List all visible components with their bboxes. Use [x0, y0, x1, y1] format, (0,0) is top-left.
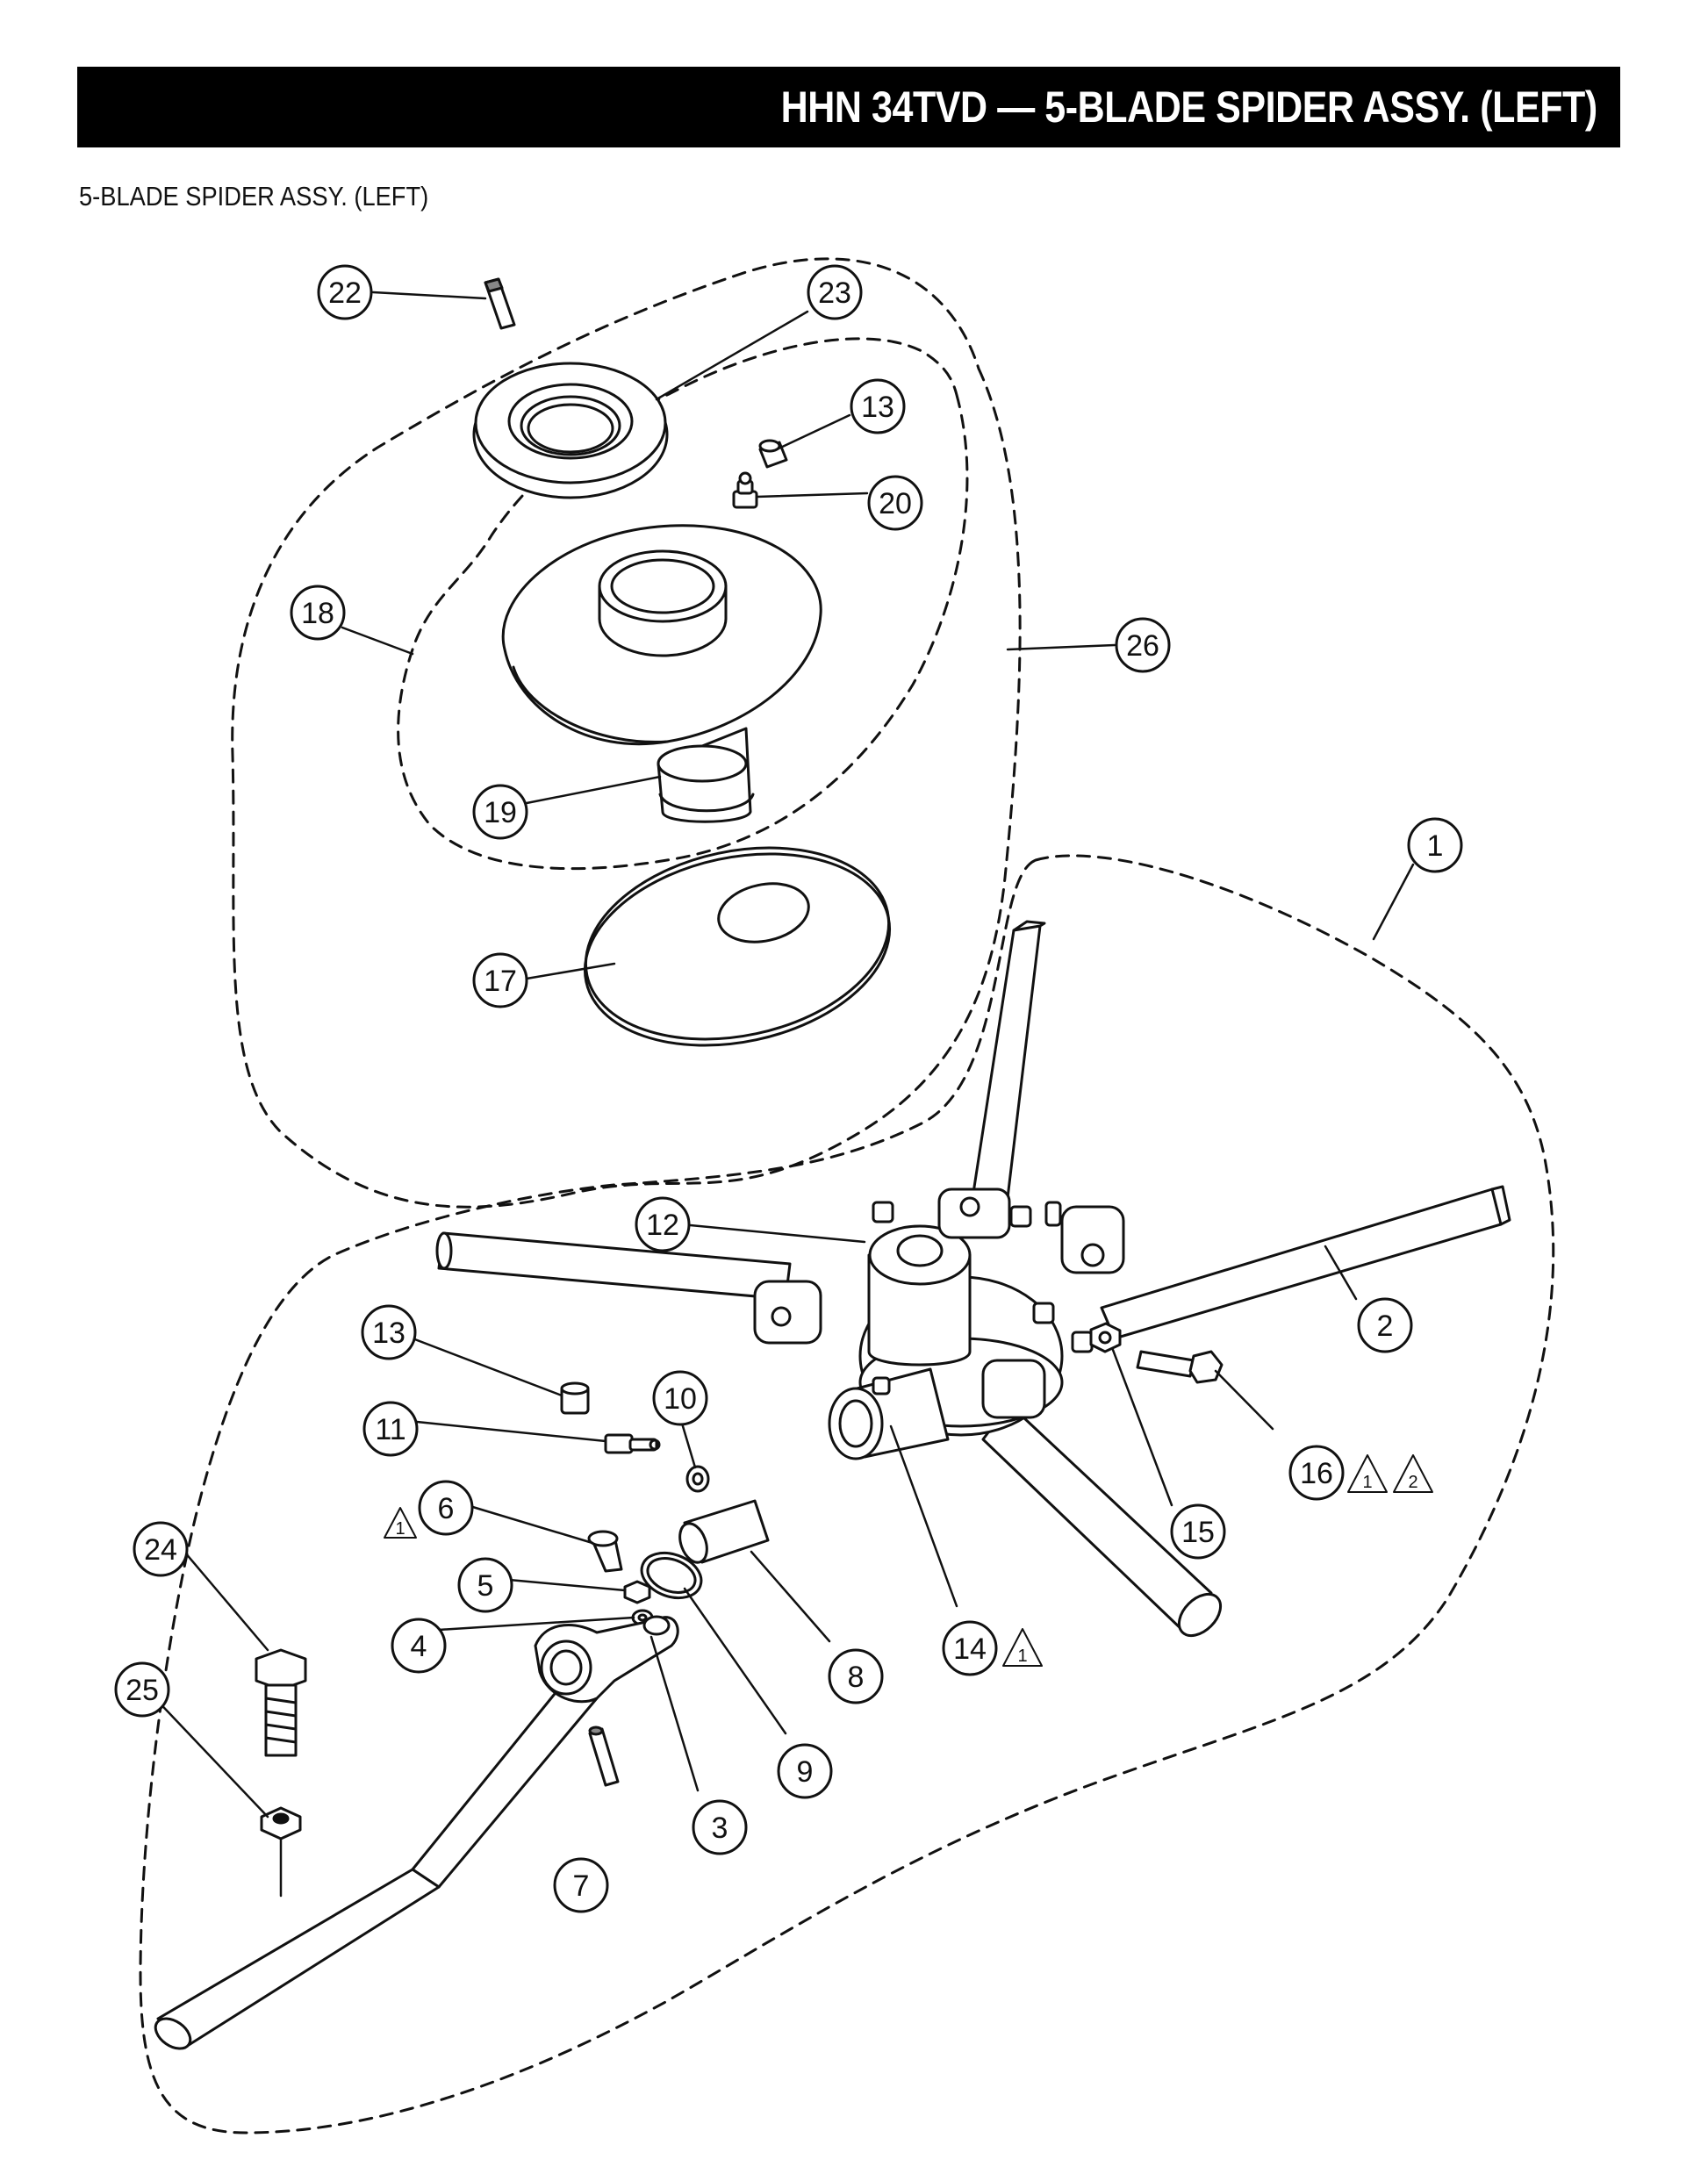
svg-text:17: 17 — [484, 965, 517, 998]
svg-text:26: 26 — [1126, 629, 1159, 663]
callout-5: 5 — [457, 1557, 513, 1613]
svg-text:5: 5 — [477, 1569, 494, 1603]
group-18-boundary — [397, 337, 969, 871]
spider-arms — [154, 920, 1511, 2050]
svg-text:18: 18 — [301, 597, 334, 630]
svg-text:1: 1 — [1362, 1473, 1372, 1492]
callout-16: 16 — [1288, 1445, 1345, 1501]
callout-13-lower: 13 — [361, 1304, 417, 1360]
callout-26: 26 — [1115, 617, 1171, 673]
bolt-part-24 — [255, 1648, 307, 1757]
callout-12: 12 — [635, 1196, 691, 1252]
nut-part-25 — [260, 1806, 302, 1840]
note-triangle-part-16-b: 2 — [1393, 1454, 1433, 1493]
callout-15: 15 — [1170, 1503, 1226, 1560]
grease-fitting-part-11 — [604, 1433, 661, 1454]
svg-text:7: 7 — [573, 1869, 590, 1903]
svg-text:13: 13 — [372, 1317, 405, 1350]
callout-20: 20 — [867, 475, 923, 531]
diagram-subtitle: 5-BLADE SPIDER ASSY. (LEFT) — [79, 181, 429, 212]
group-26-boundary — [231, 257, 1022, 1209]
callout-10: 10 — [652, 1370, 708, 1426]
svg-text:9: 9 — [797, 1755, 814, 1789]
note-triangle-part-14: 1 — [1002, 1628, 1043, 1667]
svg-text:11: 11 — [375, 1413, 405, 1446]
svg-text:2: 2 — [1408, 1473, 1417, 1492]
washer-part-10 — [685, 1465, 710, 1493]
callout-3: 3 — [692, 1799, 748, 1855]
svg-text:15: 15 — [1181, 1516, 1215, 1549]
disc-part-18 — [501, 524, 822, 746]
nut-part-15 — [1089, 1322, 1122, 1353]
callout-18: 18 — [290, 585, 346, 641]
svg-text:2: 2 — [1377, 1309, 1394, 1343]
svg-text:25: 25 — [126, 1674, 159, 1707]
page-title: HHN 34TVD — 5-BLADE SPIDER ASSY. (LEFT) — [781, 83, 1598, 132]
svg-text:14: 14 — [953, 1632, 987, 1666]
callout-17: 17 — [472, 952, 528, 1008]
svg-text:4: 4 — [411, 1630, 427, 1663]
sleeve-part-19 — [657, 727, 755, 823]
svg-text:24: 24 — [144, 1533, 177, 1567]
callout-8: 8 — [828, 1648, 884, 1704]
bushing-part-13-top — [758, 439, 788, 469]
gasket-part-17 — [583, 846, 892, 1047]
svg-text:23: 23 — [818, 276, 851, 310]
ring-part-9 — [640, 1551, 703, 1600]
callout-19: 19 — [472, 784, 528, 840]
seal-part-23 — [472, 362, 669, 499]
svg-text:16: 16 — [1300, 1457, 1333, 1490]
svg-text:1: 1 — [1017, 1647, 1027, 1666]
svg-text:10: 10 — [664, 1382, 697, 1416]
svg-text:8: 8 — [848, 1661, 865, 1694]
callout-14: 14 — [942, 1620, 998, 1676]
note-triangle-part-16-a: 1 — [1347, 1454, 1388, 1493]
group-1-boundary — [139, 854, 1555, 2135]
note-triangle-part-6: 1 — [384, 1507, 417, 1539]
pin-part-7 — [588, 1726, 620, 1787]
svg-text:13: 13 — [861, 391, 894, 424]
bolt-part-16 — [1136, 1350, 1224, 1384]
callout-13-top: 13 — [850, 378, 906, 434]
svg-text:3: 3 — [712, 1812, 728, 1845]
sleeve-part-8 — [678, 1499, 770, 1564]
svg-text:19: 19 — [484, 796, 517, 829]
bushing-part-13-lower — [560, 1381, 590, 1415]
clamp-part-3 — [534, 1615, 679, 1704]
callout-25: 25 — [114, 1661, 170, 1718]
svg-text:1: 1 — [395, 1519, 405, 1539]
nut-part-5 — [623, 1580, 651, 1604]
svg-text:12: 12 — [646, 1209, 679, 1242]
callout-23: 23 — [807, 264, 863, 320]
callout-4: 4 — [391, 1618, 447, 1674]
callout-6: 6 — [418, 1480, 474, 1536]
grease-fitting-part-20 — [732, 471, 758, 509]
svg-text:6: 6 — [438, 1492, 455, 1525]
callout-9: 9 — [777, 1743, 833, 1799]
pin-part-22 — [484, 277, 516, 330]
leader-lines — [149, 291, 1415, 1898]
callout-11: 11 — [362, 1401, 419, 1457]
svg-text:20: 20 — [879, 487, 912, 520]
svg-text:1: 1 — [1427, 829, 1444, 863]
header-bar: HHN 34TVD — 5-BLADE SPIDER ASSY. (LEFT) — [77, 67, 1620, 147]
svg-text:22: 22 — [328, 276, 362, 310]
callout-22: 22 — [317, 264, 373, 320]
callout-1: 1 — [1407, 817, 1463, 873]
hub-part-12 — [753, 1187, 1125, 1460]
callout-2: 2 — [1357, 1297, 1413, 1353]
bolt-part-6 — [587, 1530, 623, 1573]
callout-7: 7 — [553, 1857, 609, 1913]
callout-24: 24 — [133, 1521, 189, 1577]
